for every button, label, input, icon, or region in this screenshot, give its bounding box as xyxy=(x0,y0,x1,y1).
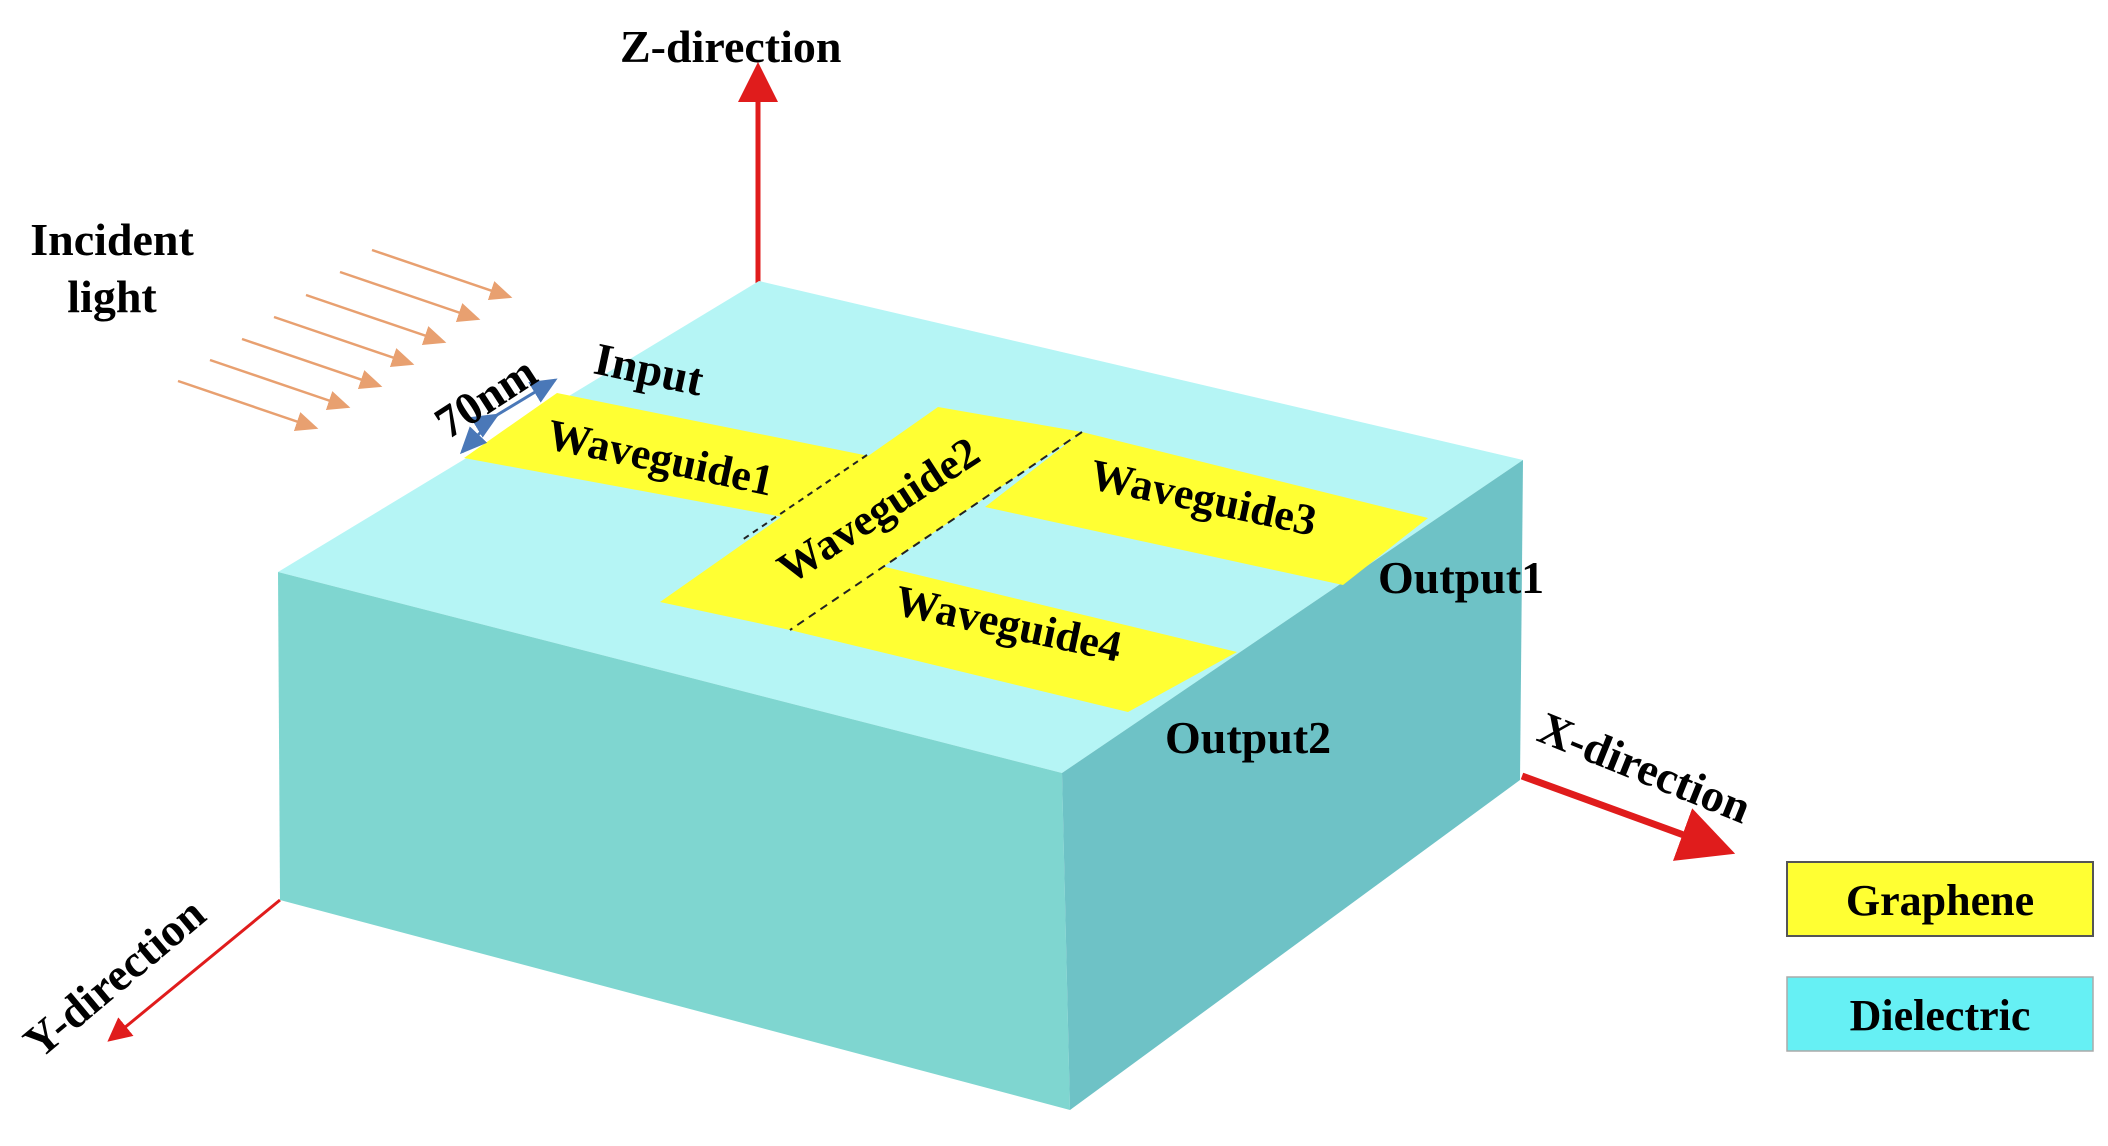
light-ray xyxy=(241,337,383,390)
waveguide3-strip xyxy=(985,432,1428,585)
light-ray xyxy=(371,248,513,301)
light-ray xyxy=(273,315,415,368)
output1-label: Output1 xyxy=(1378,552,1544,603)
incident-light-label-line1: Incident xyxy=(30,214,194,265)
waveguide2-left-boundary xyxy=(741,454,868,541)
legend: Graphene Dielectric xyxy=(1786,861,2094,1052)
legend-graphene-swatch xyxy=(1786,861,2094,937)
light-ray xyxy=(177,379,319,432)
incident-light-label-line2: light xyxy=(67,271,157,322)
legend-graphene-label: Graphene xyxy=(1846,876,2034,925)
x-axis-label: X-direction xyxy=(1531,702,1758,833)
legend-dielectric-label: Dielectric xyxy=(1850,991,2031,1040)
width-dimension-arrow-lower xyxy=(459,413,499,455)
z-axis-label: Z-direction xyxy=(620,21,841,72)
legend-dielectric-swatch xyxy=(1786,976,2094,1052)
block-front-face xyxy=(278,572,1070,1110)
light-ray xyxy=(209,358,351,411)
waveguide4-strip xyxy=(790,566,1237,712)
output2-label: Output2 xyxy=(1165,712,1331,763)
waveguide2-strip xyxy=(660,407,1082,630)
light-ray xyxy=(339,270,481,323)
block-side-face xyxy=(1062,460,1523,1110)
width-dimension-arrow xyxy=(470,378,558,438)
light-ray xyxy=(305,293,447,346)
x-axis-arrow xyxy=(1520,772,1736,861)
incident-light-arrows xyxy=(177,248,513,432)
y-axis-arrow xyxy=(107,898,281,1042)
waveguide2-right-boundary xyxy=(789,431,1083,631)
